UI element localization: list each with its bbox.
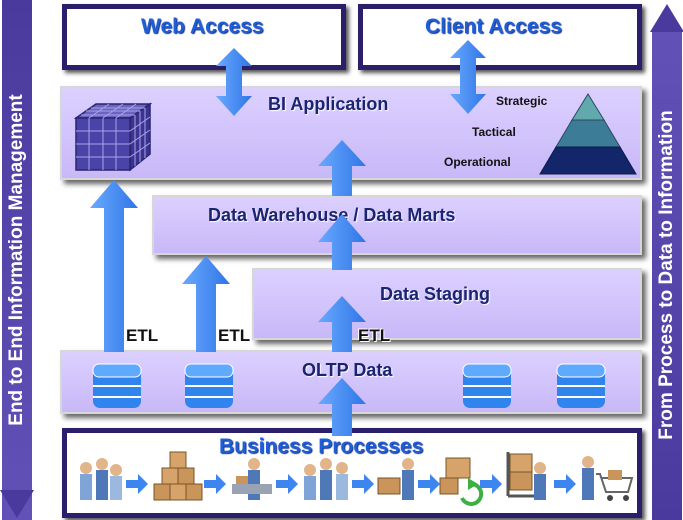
pyramid-label-operational: Operational [444,155,511,169]
etl-label: ETL [218,326,251,345]
left-banner: End to End Information Management [2,0,32,520]
oltp-to-staging-arrow [318,296,366,352]
people-icon [304,458,348,500]
people-icon [80,458,122,500]
bi-application-label: BI Application [268,94,389,114]
cart-icon [582,456,634,501]
olap-cube-icon [73,102,153,172]
business-processes-box: Business Processes [62,428,642,518]
process-flow [80,451,634,506]
worker-icon [377,458,414,500]
etl-label: ETL [358,326,391,345]
database-icon [462,363,512,408]
data-staging-layer: Data Staging [252,268,642,340]
data-warehouse-layer: Data Warehouse / Data Marts [152,195,642,255]
boxes-icon [153,451,203,501]
business-processes-label: Business Processes [219,435,424,458]
left-banner-arrowhead [0,490,34,518]
database-icon [92,363,142,408]
client-bi-double-arrow [450,40,486,114]
oltp-to-warehouse-arrow [182,256,230,352]
right-banner: From Process to Data to Information [652,30,682,520]
client-access-box: Client Access [358,4,642,70]
etl-label: ETL [126,326,159,345]
dolly-icon [506,452,546,500]
data-warehouse-label: Data Warehouse / Data Marts [208,205,456,225]
data-staging-label: Data Staging [380,284,491,304]
database-icon [556,363,606,408]
pyramid-icon [539,93,637,175]
oltp-to-bi-arrow [90,180,138,352]
web-access-box: Web Access [62,4,346,70]
pyramid-label-strategic: Strategic [496,94,548,108]
worker-icon [232,458,272,500]
process-to-oltp-arrow [318,378,366,436]
pyramid-label-tactical: Tactical [472,125,516,139]
web-access-label: Web Access [141,15,264,38]
database-icon [184,363,234,408]
client-access-label: Client Access [425,15,562,38]
right-banner-arrowhead [650,4,683,32]
warehouse-to-bi-arrow [318,140,366,196]
staging-to-warehouse-arrow [318,214,366,270]
oltp-data-label: OLTP Data [302,360,393,380]
package-icon [439,457,484,506]
web-bi-double-arrow [216,48,252,116]
